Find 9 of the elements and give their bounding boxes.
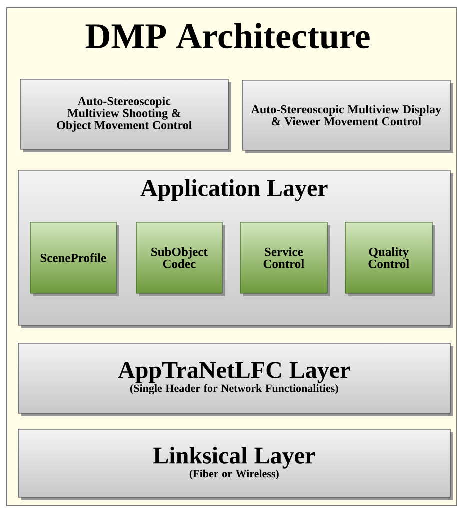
control-box: Auto-Stereoscopic Multiview Display & Viewer Movement Control xyxy=(242,80,454,154)
module-box: SubObject Codec xyxy=(136,222,226,296)
module-box: Service Control xyxy=(240,222,330,296)
layer-box: Linksical Layer (Fiber or Wireless) xyxy=(18,429,454,500)
title: DMP Architecture xyxy=(86,23,370,49)
layer-box: AppTraNetLFC Layer (Single Header for Network Functionalities) xyxy=(18,343,454,416)
module-box: Quality Control xyxy=(345,222,436,296)
control-box: Auto-Stereoscopic Multiview Shooting & Object Movement Control xyxy=(20,79,232,152)
module-box: SceneProfile xyxy=(30,222,120,296)
